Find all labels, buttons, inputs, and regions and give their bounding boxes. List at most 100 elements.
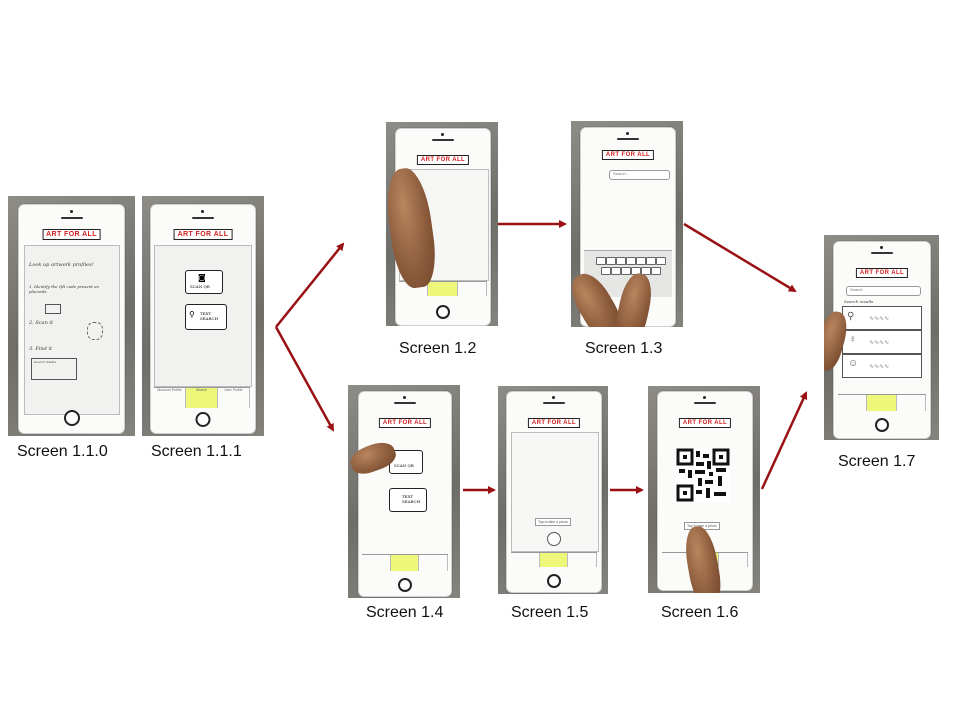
home-button[interactable]	[436, 305, 450, 319]
camera-icon	[441, 133, 444, 136]
results-label: Search results	[844, 299, 874, 304]
screen-caption: Screen 1.5	[511, 604, 589, 621]
scan-qr-label: SCAN QR	[394, 463, 414, 468]
keyboard-key[interactable]	[646, 257, 656, 265]
bottom-tab-bar	[838, 394, 926, 411]
arrow-1-3-to-1-7	[683, 222, 797, 293]
app-logo: ART FOR ALL	[855, 268, 909, 278]
screen-caption: Screen 1.2	[399, 340, 477, 357]
app-logo: ART FOR ALL	[416, 155, 470, 165]
tab-museum-profile[interactable]	[362, 555, 391, 571]
portrait-thumbnail-icon: ☺	[848, 358, 859, 369]
phone-frame: ART FOR ALL Tap to take a photo	[506, 391, 602, 593]
screen-1-4-photo: ART FOR ALL SCAN QR TEXT SEARCH	[348, 385, 460, 598]
text-search-card[interactable]: TEXT SEARCH	[389, 488, 427, 512]
arrow-1-1-to-1-4	[274, 326, 335, 432]
tab-museum-profile[interactable]	[838, 395, 868, 411]
screen-1-3-photo: ART FOR ALL Search...	[571, 121, 683, 327]
camera-icon	[880, 246, 883, 249]
speaker-icon	[432, 139, 454, 141]
tab-user-profile[interactable]: User Profile	[218, 388, 250, 408]
speaker-icon	[60, 217, 83, 219]
tab-user-profile[interactable]	[419, 555, 449, 571]
speaker-icon	[192, 217, 214, 219]
keyboard-key[interactable]	[616, 257, 626, 265]
keyboard-key[interactable]	[651, 267, 661, 275]
bottom-tab-bar: Museum Profile Search User Profile	[154, 387, 250, 408]
speaker-icon	[694, 402, 716, 404]
text-search-label: TEXT SEARCH	[200, 311, 219, 321]
speaker-icon	[617, 138, 639, 140]
app-logo: ART FOR ALL	[378, 418, 432, 428]
keyboard-key[interactable]	[641, 267, 651, 275]
figure-thumbnail-icon: ♀	[849, 334, 857, 345]
tab-search[interactable]: Search	[186, 388, 218, 408]
home-button[interactable]	[63, 410, 80, 426]
tab-museum-profile[interactable]	[399, 282, 429, 296]
keyboard-key[interactable]	[596, 257, 606, 265]
screen-caption: Screen 1.3	[585, 340, 663, 357]
text-search-card[interactable]: ⚲ TEXT SEARCH	[185, 304, 227, 330]
search-input[interactable]: Search...	[609, 170, 670, 180]
tab-user-profile[interactable]	[458, 282, 487, 296]
keyboard-key[interactable]	[626, 257, 636, 265]
statue-thumbnail-icon: ⚲	[847, 311, 855, 322]
speaker-icon	[871, 252, 893, 254]
tutorial-heading: Look up artwork profiles!	[29, 262, 94, 268]
tab-museum-profile[interactable]	[511, 553, 540, 567]
camera-icon	[626, 132, 629, 135]
home-button[interactable]	[547, 574, 561, 588]
tab-search[interactable]	[867, 395, 897, 411]
speaker-icon	[543, 402, 565, 404]
screen-1-7-photo: ART FOR ALL Search Search results ⚲ ∿∿∿∿…	[824, 235, 939, 440]
keyboard-key[interactable]	[601, 267, 611, 275]
tab-user-profile[interactable]	[719, 553, 749, 567]
text-search-label: TEXT SEARCH	[402, 494, 421, 504]
search-result-item[interactable]: ♀ ∿∿∿∿	[842, 330, 922, 354]
statue-sketch	[87, 322, 103, 340]
result-description-scribble: ∿∿∿∿	[869, 364, 890, 370]
home-button[interactable]	[195, 412, 211, 427]
screen-caption: Screen 1.1.0	[17, 443, 108, 460]
tutorial-step-3: 3. Find it	[29, 346, 53, 352]
screen-1-1-1-photo: ART FOR ALL ◙ SCAN QR ⚲ TEXT SEARCH Muse…	[142, 196, 264, 436]
tab-search[interactable]	[390, 555, 420, 571]
phone-frame: ART FOR ALL ◙ SCAN QR ⚲ TEXT SEARCH Muse…	[150, 204, 256, 434]
home-button[interactable]	[875, 418, 889, 432]
tab-search[interactable]	[539, 553, 569, 567]
camera-icon	[70, 210, 73, 213]
phone-frame: ART FOR ALL Search Search results ⚲ ∿∿∿∿…	[833, 241, 931, 439]
search-result-item[interactable]: ☺ ∿∿∿∿	[842, 354, 922, 378]
camera-icon	[552, 396, 555, 399]
tutorial-step-1: 1. Identify the QR code present on placa…	[29, 284, 100, 294]
app-logo: ART FOR ALL	[678, 418, 732, 428]
camera-icon	[403, 396, 406, 399]
app-logo: ART FOR ALL	[173, 229, 233, 240]
keyboard-key[interactable]	[606, 257, 616, 265]
search-result-sketch: Search results	[31, 358, 77, 380]
home-button[interactable]	[398, 578, 412, 592]
tab-museum-profile[interactable]: Museum Profile	[154, 388, 186, 408]
keyboard-key[interactable]	[636, 257, 646, 265]
keyboard-key[interactable]	[656, 257, 666, 265]
tab-user-profile[interactable]	[568, 553, 598, 567]
shutter-button[interactable]	[547, 532, 561, 546]
screen-caption: Screen 1.7	[838, 453, 916, 470]
scan-qr-card[interactable]: ◙ SCAN QR	[185, 270, 223, 294]
screen-1-6-photo: ART FOR ALL	[648, 386, 760, 593]
keyboard-key[interactable]	[621, 267, 631, 275]
screen-1-2-photo: ART FOR ALL	[386, 122, 498, 326]
tab-search[interactable]	[428, 282, 458, 296]
search-input[interactable]: Search	[846, 286, 921, 296]
camera-icon	[703, 396, 706, 399]
qr-code-image	[676, 448, 730, 502]
search-result-label: Search results	[34, 360, 57, 364]
speaker-icon	[394, 402, 416, 404]
result-description-scribble: ∿∿∿∿	[869, 316, 890, 322]
search-mode-panel: ◙ SCAN QR ⚲ TEXT SEARCH	[154, 245, 252, 387]
keyboard-key[interactable]	[611, 267, 621, 275]
camera-icon: ◙	[198, 273, 206, 282]
screen-caption: Screen 1.1.1	[151, 443, 242, 460]
tab-user-profile[interactable]	[897, 395, 926, 411]
